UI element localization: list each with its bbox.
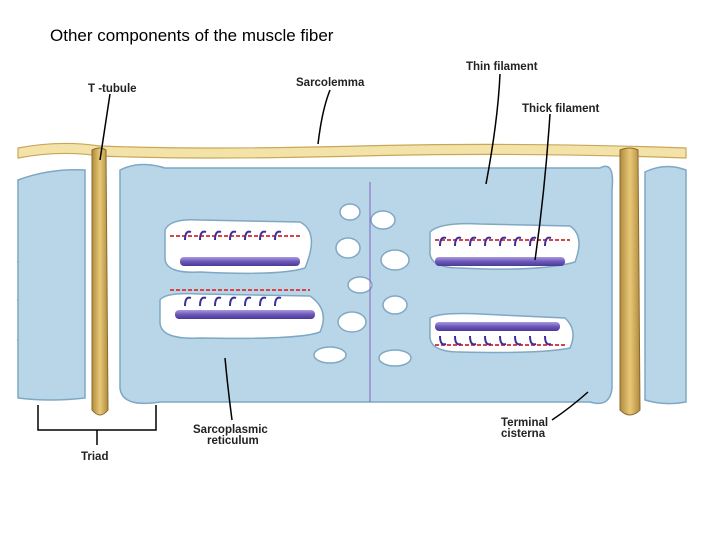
label-triad: Triad <box>81 451 108 463</box>
leader-lines <box>37 73 589 445</box>
label-t-tubule: T -tubule <box>88 83 137 95</box>
t-tubule-right <box>619 147 641 416</box>
thick-filament <box>435 257 565 266</box>
label-sarcoplasmic-reticulum-2: reticulum <box>207 435 259 447</box>
t-tubules <box>91 147 641 416</box>
label-thin-filament: Thin filament <box>466 61 538 73</box>
thick-filament <box>175 310 315 319</box>
slide-title: Other components of the muscle fiber <box>50 26 334 45</box>
label-terminal-cisterna-1: Terminal <box>501 417 548 429</box>
label-thick-filament: Thick filament <box>522 103 599 115</box>
sarcolemma-band <box>17 142 687 159</box>
thick-filament <box>435 322 560 331</box>
visible-filaments <box>170 230 570 346</box>
thick-filament <box>180 257 300 266</box>
label-sarcoplasmic-reticulum-1: Sarcoplasmic <box>193 424 268 436</box>
t-tubule-left <box>91 147 109 416</box>
label-sarcolemma: Sarcolemma <box>296 77 365 89</box>
label-terminal-cisterna-2: cisterna <box>501 428 546 440</box>
